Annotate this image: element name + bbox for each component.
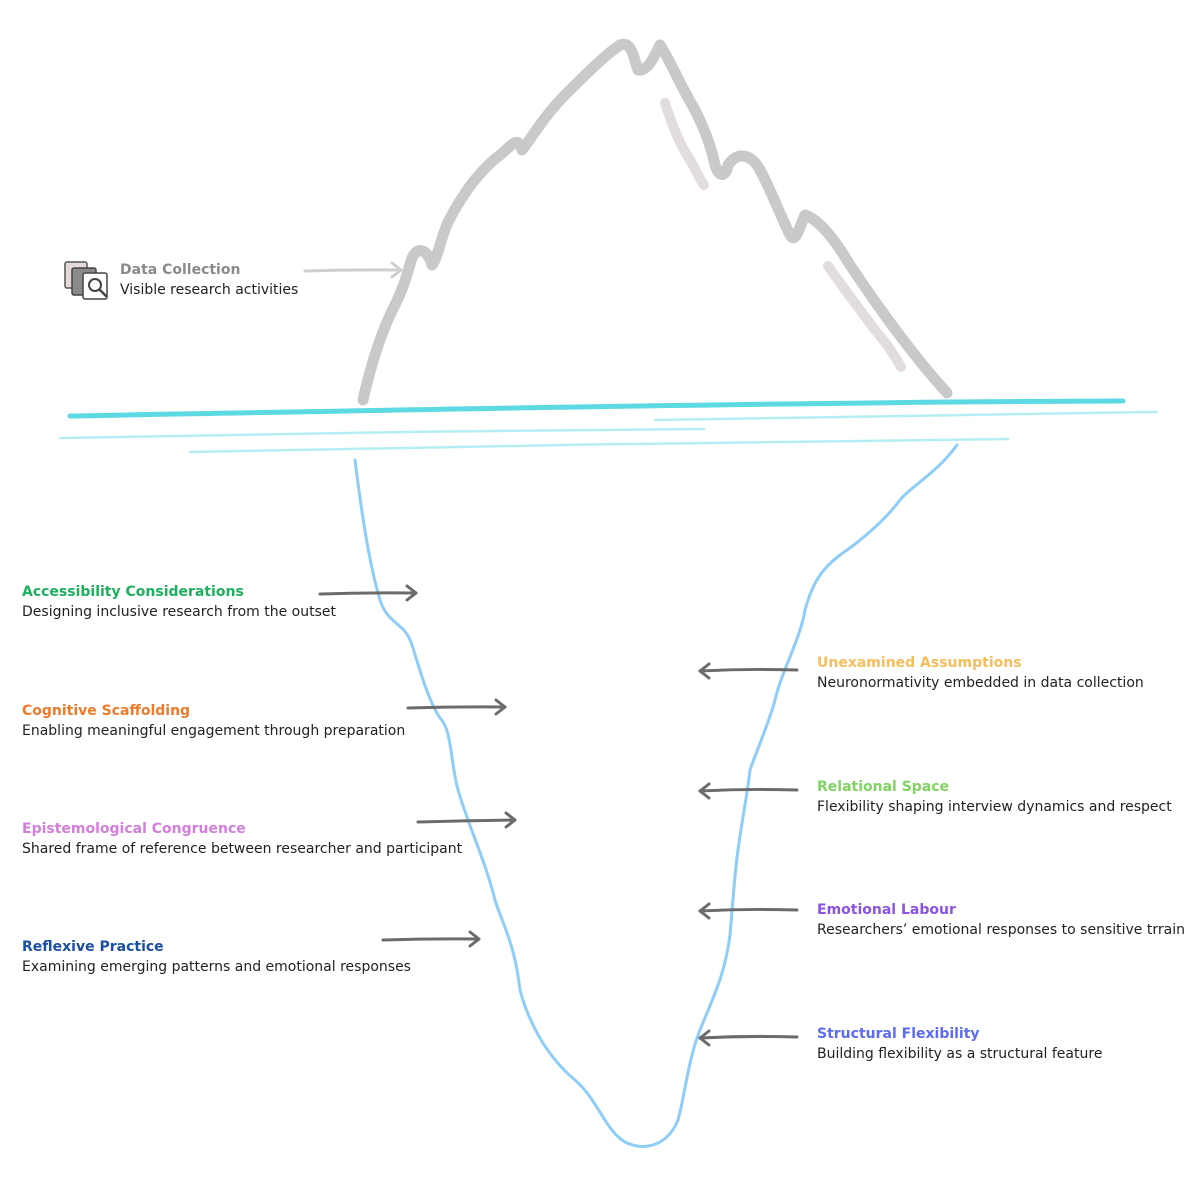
epistemological-congruence-title: Epistemological Congruence	[22, 821, 246, 837]
data-collection-arrow-line	[303, 261, 403, 279]
iceberg-highlight	[823, 261, 906, 372]
unexamined-assumptions-title: Unexamined Assumptions	[817, 655, 1022, 671]
reflexive-practice-desc: Examining emerging patterns and emotiona…	[22, 959, 411, 975]
data-collection-desc: Visible research activities	[120, 282, 299, 298]
folder-search-icon	[64, 261, 108, 300]
structural-flexibility-desc: Building flexibility as a structural fea…	[817, 1046, 1103, 1062]
right-label-relational: Relational Space Flexibility shaping int…	[817, 777, 1172, 817]
left-label-reflexive: Reflexive Practice Examining emerging pa…	[22, 937, 411, 977]
left-arrow-2	[406, 698, 507, 716]
accessibility-considerations-title: Accessibility Considerations	[22, 584, 244, 600]
cognitive-scaffolding-title: Cognitive Scaffolding	[22, 703, 191, 719]
waterline-ripple	[188, 437, 1010, 454]
right-label-unexamined: Unexamined Assumptions Neuronormativity …	[817, 653, 1144, 693]
right-arrow-3	[698, 902, 799, 920]
accessibility-considerations-desc: Designing inclusive research from the ou…	[22, 604, 336, 620]
left-arrow-4	[381, 930, 481, 948]
left-label-cognitive: Cognitive Scaffolding Enabling meaningfu…	[22, 701, 405, 741]
right-label-structural: Structural Flexibility Building flexibil…	[817, 1024, 1102, 1064]
data-collection-arrow	[303, 261, 403, 279]
epistemological-congruence-desc: Shared frame of reference between resear…	[22, 841, 463, 857]
reflexive-practice-title: Reflexive Practice	[22, 939, 164, 955]
iceberg-submerged-outline	[353, 443, 959, 1148]
data-collection-label: Data Collection Visible research activit…	[120, 260, 298, 300]
left-label-accessibility: Accessibility Considerations Designing i…	[22, 582, 336, 622]
right-arrows	[698, 662, 799, 1047]
right-arrow-4	[698, 1029, 799, 1047]
left-label-epistemological: Epistemological Congruence Shared frame …	[22, 819, 462, 859]
right-arrow-1	[698, 662, 799, 680]
cognitive-scaffolding-desc: Enabling meaningful engagement through p…	[22, 723, 406, 739]
waterline-ripple	[653, 410, 1159, 422]
waterline-ripple	[58, 427, 706, 440]
relational-space-title: Relational Space	[817, 779, 950, 795]
iceberg-highlight	[660, 98, 709, 190]
relational-space-desc: Flexibility shaping interview dynamics a…	[817, 799, 1172, 815]
structural-flexibility-title: Structural Flexibility	[817, 1026, 980, 1042]
left-arrow-1	[318, 584, 418, 602]
waterline	[67, 398, 1126, 419]
right-arrow-2	[698, 782, 799, 800]
left-arrows	[318, 584, 517, 948]
iceberg-tip-outline	[357, 38, 953, 406]
emotional-labour-title: Emotional Labour	[817, 902, 956, 918]
left-arrow-3	[416, 811, 517, 829]
data-collection-title: Data Collection	[120, 262, 241, 278]
right-label-emotional: Emotional Labour Researchers’ emotional …	[817, 900, 1185, 940]
emotional-labour-desc: Researchers’ emotional responses to sens…	[817, 922, 1185, 938]
unexamined-assumptions-desc: Neuronormativity embedded in data collec…	[817, 675, 1144, 691]
